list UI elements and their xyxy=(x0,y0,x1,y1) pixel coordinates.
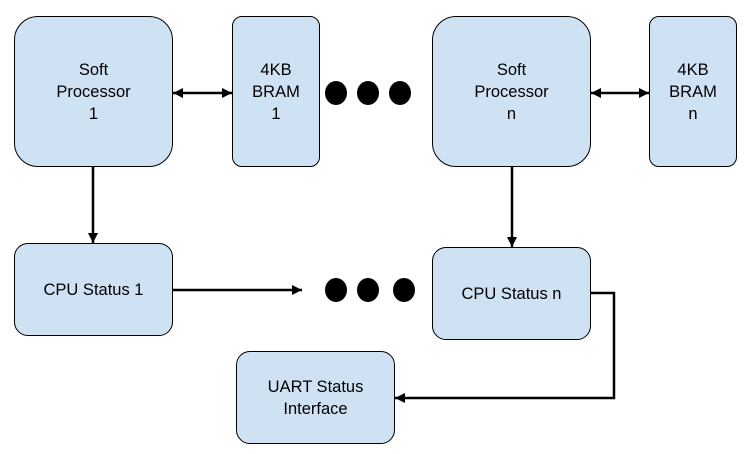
cpu-status-n-box: CPU Status n xyxy=(432,247,591,340)
soft-processor-1-box: Soft Processor 1 xyxy=(14,16,173,167)
soft-processor-n-box: Soft Processor n xyxy=(432,16,591,167)
soft-processor-n-label: Soft Processor n xyxy=(474,60,549,123)
cpu-status-1-box: CPU Status 1 xyxy=(14,243,173,336)
ellipsis-dot xyxy=(357,81,379,105)
bram-1-label: 4KB BRAM 1 xyxy=(252,60,300,123)
cpu-status-1-label: CPU Status 1 xyxy=(43,280,144,299)
ellipsis-bottom xyxy=(325,278,415,302)
bram-n-box: 4KB BRAM n xyxy=(649,16,737,167)
soft-processor-1-label: Soft Processor 1 xyxy=(56,60,131,123)
bram-1-box: 4KB BRAM 1 xyxy=(232,16,320,167)
cpu-status-n-label: CPU Status n xyxy=(461,284,562,303)
ellipsis-top xyxy=(325,81,411,105)
ellipsis-dot xyxy=(325,81,347,105)
ellipsis-dot xyxy=(325,278,347,302)
bram-n-label: 4KB BRAM n xyxy=(669,60,717,123)
ellipsis-dot xyxy=(389,81,411,105)
ellipsis-dot xyxy=(357,278,379,302)
uart-status-interface-label: UART Status Interface xyxy=(267,377,364,418)
uart-status-interface-box: UART Status Interface xyxy=(236,351,395,444)
ellipsis-dot xyxy=(393,278,415,302)
